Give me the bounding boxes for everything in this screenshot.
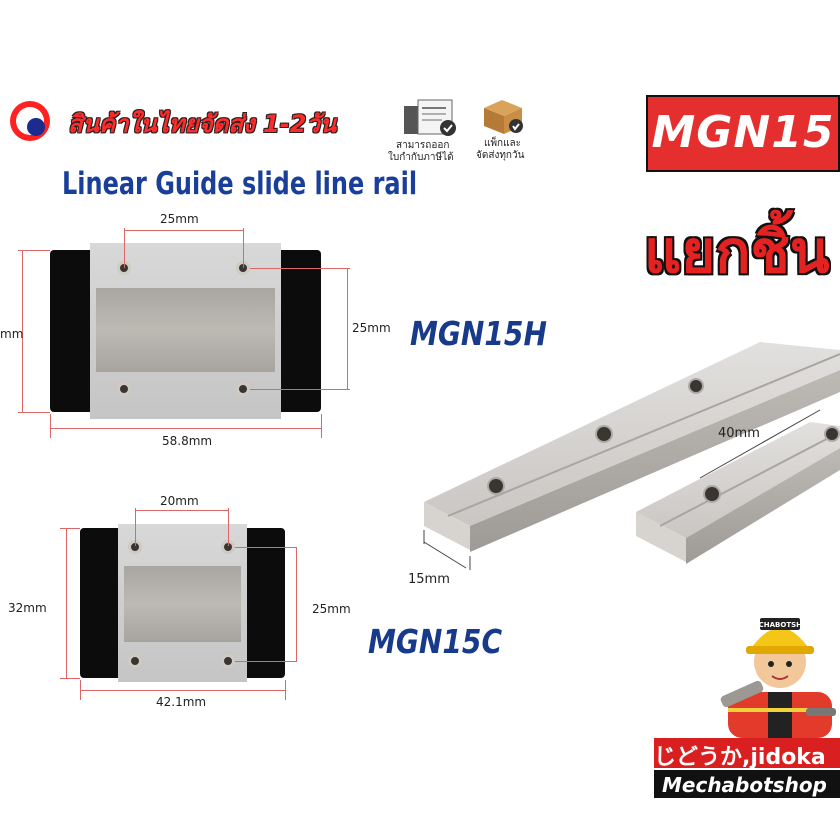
block-end-cap-right (281, 250, 321, 412)
shipping-banner: สินค้าในไทยจัดส่ง 1-2วัน (68, 110, 337, 138)
invoice-icon (404, 99, 456, 136)
mgn15c-length: 42.1mm (156, 695, 207, 709)
block-end-cap-left (80, 528, 118, 678)
mgn15c-top-spacing: 20mm (160, 494, 199, 508)
mgn15c-side-spacing: 25mm (312, 602, 351, 616)
mgn15h-side-spacing: 25mm (352, 321, 391, 335)
mount-hole (236, 382, 250, 396)
model-name: MGN15 (651, 107, 835, 158)
parcel-box-icon (484, 100, 523, 134)
mascot-image: MECHABOTSHOP (720, 618, 836, 738)
mgn15h-top-spacing: 25mm (160, 212, 199, 226)
block-end-cap-left (50, 250, 90, 412)
mgn15c-label: MGN15C (368, 622, 503, 661)
shop-name: Mechabotshop (662, 773, 827, 797)
mgn15h-diagram: 25mm 25mm mm 58.8mm (0, 200, 391, 460)
block-center-recess (124, 566, 241, 642)
mgn15c-height: 32mm (8, 601, 47, 615)
mgn15h-label: MGN15H (410, 314, 547, 353)
mascot-helmet-text: MECHABOTSHOP (747, 621, 813, 629)
invoice-caption-1: สามารถออก (396, 140, 450, 151)
mgn15h-length: 58.8mm (162, 434, 213, 448)
jidoka-text: じどうか,jidoka (654, 745, 826, 770)
jidoka-tag: じどうか,jidoka (654, 738, 840, 770)
block-center-recess (96, 288, 275, 372)
rail-width: 15mm (408, 572, 450, 587)
mgn15c-diagram: 20mm 25mm 32mm 42.1mm (0, 490, 380, 710)
block-end-cap-right (247, 528, 285, 678)
linear-rail-image (423, 342, 840, 570)
mount-hole (117, 382, 131, 396)
shipping-caption-2: จัดส่งทุกวัน (476, 150, 525, 161)
shipping-badge: แพ็กและ จัดส่งทุกวัน (476, 96, 538, 168)
mgn15h-height-partial: mm (0, 327, 24, 341)
thailand-flag-icon (10, 101, 50, 141)
mount-hole (221, 654, 235, 668)
shipping-caption-1: แพ็กและ (484, 138, 522, 149)
mount-hole (128, 654, 142, 668)
invoice-caption-2: ใบกำกับภาษีได้ (388, 152, 454, 163)
product-subtitle: Linear Guide slide line rail (62, 166, 418, 202)
invoice-badge: สามารถออก ใบกำกับภาษีได้ (388, 98, 474, 168)
model-badge: MGN15 (646, 95, 840, 172)
sold-separately-label: แยกชิ้น (644, 218, 830, 286)
shop-tag: Mechabotshop (654, 770, 840, 798)
rail-hole-pitch: 40mm (718, 426, 760, 441)
